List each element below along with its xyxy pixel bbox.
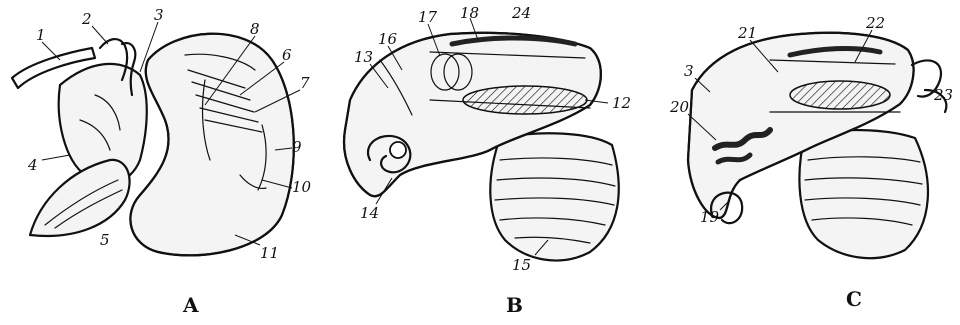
label-c-19: 19: [700, 208, 720, 226]
label-c-23: 23: [933, 86, 953, 104]
label-c-21: 21: [737, 24, 757, 42]
label-a-8: 8: [250, 20, 260, 38]
label-a-6: 6: [282, 46, 292, 64]
label-a-11: 11: [260, 244, 279, 262]
label-b-12: 12: [612, 94, 631, 112]
label-a-3: 3: [154, 6, 164, 24]
label-a-5: 5: [100, 231, 110, 249]
panel-letter-b: B: [506, 293, 523, 317]
label-b-17: 17: [418, 8, 438, 26]
label-a-9: 9: [292, 138, 302, 156]
label-a-4: 4: [27, 156, 38, 174]
label-c-22: 22: [865, 14, 885, 32]
label-b-24: 24: [511, 4, 531, 22]
label-c-3: 3: [684, 62, 694, 80]
label-b-16: 16: [378, 30, 398, 48]
panel-c-drawing: [688, 33, 946, 258]
label-b-13: 13: [354, 48, 373, 66]
label-a-2: 2: [81, 10, 92, 28]
label-b-14: 14: [360, 204, 379, 222]
label-a-1: 1: [36, 26, 46, 44]
label-b-15: 15: [512, 256, 531, 274]
panel-b-drawing: [344, 33, 619, 261]
label-a-7: 7: [300, 74, 310, 92]
label-b-18: 18: [460, 4, 479, 22]
panel-letter-a: A: [182, 293, 199, 317]
label-a-10: 10: [292, 178, 312, 196]
label-c-20: 20: [669, 98, 690, 116]
panel-letter-c: C: [846, 287, 862, 311]
panel-a-drawing: [12, 34, 294, 256]
